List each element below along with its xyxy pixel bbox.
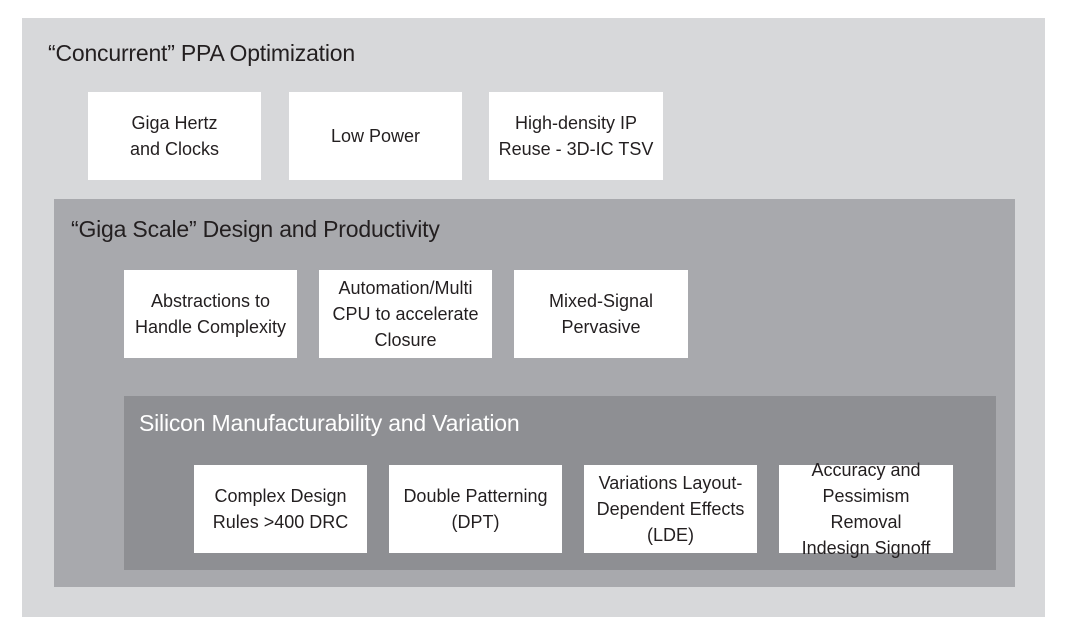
box-automation-multi-cpu: Automation/Multi CPU to accelerate Closu… bbox=[319, 270, 492, 358]
outer-layer-title: “Concurrent” PPA Optimization bbox=[48, 40, 355, 66]
box-high-density-ip-reuse: High-density IP Reuse - 3D-IC TSV bbox=[489, 92, 663, 180]
box-accuracy-pessimism-removal: Accuracy and Pessimism Removal Indesign … bbox=[779, 460, 953, 558]
box-double-patterning: Double Patterning (DPT) bbox=[389, 465, 562, 553]
inner-layer-title: Silicon Manufacturability and Variation bbox=[139, 410, 520, 436]
box-giga-hertz-clocks: Giga Hertz and Clocks bbox=[88, 92, 261, 180]
box-abstractions: Abstractions to Handle Complexity bbox=[124, 270, 297, 358]
box-low-power: Low Power bbox=[289, 92, 462, 180]
box-complex-design-rules: Complex Design Rules >400 DRC bbox=[194, 465, 367, 553]
box-variations-lde: Variations Layout- Dependent Effects (LD… bbox=[584, 465, 757, 553]
box-mixed-signal: Mixed-Signal Pervasive bbox=[514, 270, 688, 358]
middle-layer-title: “Giga Scale” Design and Productivity bbox=[71, 216, 440, 242]
